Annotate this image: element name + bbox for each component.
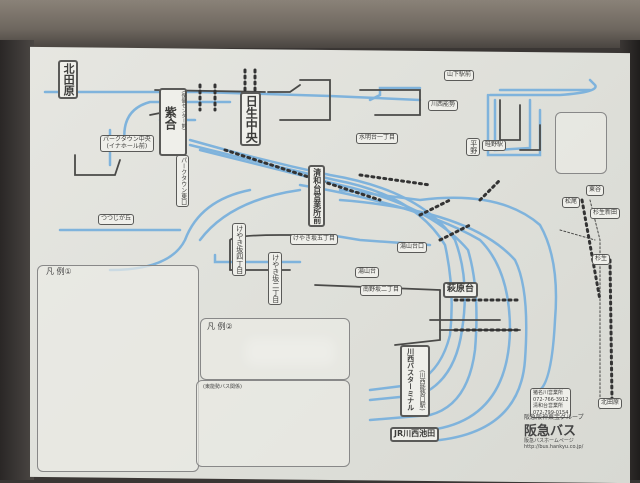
legend-1-title: 凡 例① (46, 267, 72, 276)
group-name: 阪急阪神東宝グループ (524, 414, 584, 421)
station-shiori: 紫合 (保健センター前) (159, 88, 187, 156)
station-kitadahara: 北田原 (58, 60, 79, 99)
station-sugio-shinden: 杉生新田 (590, 208, 621, 219)
legend-1: 凡 例① (37, 265, 199, 472)
homepage-label: 阪急バスホームページ (524, 438, 574, 444)
office1-tel: 072-766-3912 (533, 396, 569, 403)
station-minaminosaka-2: 南野坂二丁目 (360, 285, 403, 296)
station-higashitani: 東谷 (586, 185, 605, 196)
station-kawanishi-bus-terminal: 川西バスターミナル (川西能勢口駅) (400, 345, 430, 417)
station-tsutsujigaoka: つつじが丘 (98, 214, 135, 225)
office1-name: 猪名川営業所 (533, 390, 564, 396)
station-nissei-chuo: 日生中央 (240, 92, 262, 146)
station-parktown-chuo-name: パークタウン中央 (103, 136, 151, 143)
office2-tel: 072-799-0154 (533, 409, 569, 416)
station-parktown-chuo: パークタウン中央 (イナホール前) (100, 135, 154, 153)
legend-3: (東能勢バス関係) (196, 380, 350, 467)
station-parktown-chuo-sub: (イナホール前) (106, 142, 148, 150)
station-yamashita: 山下駅前 (444, 70, 475, 81)
station-hagiharadai: 萩原台 (443, 282, 479, 298)
station-shiori-sub: (保健センター前) (180, 91, 187, 130)
station-hirano: 平野 (466, 138, 480, 156)
homepage-url[interactable]: http://bus.hankyu.co.jp/ (524, 444, 584, 450)
station-jr-kawanishi-ikeda: JR川西池田 (390, 427, 440, 442)
station-kawanishi-bt-name: 川西バスターミナル (406, 348, 415, 411)
station-seiwadai-eigyosho: 清和台営業所前 (308, 165, 325, 227)
station-unebeno: 畦野駅 (482, 140, 507, 151)
station-kawanishi-bt-sub: (川西能勢口駅) (418, 370, 426, 411)
station-keyakizaka-4: けやき坂四丁目 (232, 223, 246, 276)
office-info: 猪名川営業所 072-766-3912 清和台営業所 072-799-0154 (530, 388, 572, 418)
legend-top-right (555, 112, 607, 174)
station-shiori-name: 紫合 (163, 105, 178, 130)
legend-3-title: (東能勢バス関係) (203, 384, 242, 390)
station-parktown-higashi: パークタウン東口 (176, 155, 189, 207)
station-matsuo: 松尾 (562, 197, 581, 208)
station-kitadahara-east: 北田原 (598, 398, 623, 409)
station-kawanishi-nose: 川西能勢 (428, 100, 459, 111)
display-case-side (0, 40, 34, 480)
station-yuyamadai: 湯山台 (355, 267, 380, 278)
legend-2-title: 凡 例② (207, 322, 233, 331)
stop-markers (198, 68, 614, 402)
station-suimeidai-1: 水明台一丁目 (356, 133, 399, 144)
office2-name: 清和台営業所 (533, 403, 564, 409)
station-keyakizaka-2: けやき坂二丁目 (268, 252, 282, 305)
right-column-route (559, 199, 601, 411)
legend-2: 凡 例② (200, 318, 350, 380)
station-yuyamadai-guchi: 湯山台口 (397, 242, 428, 253)
station-keyakizaka-5: けやき坂五丁目 (290, 234, 339, 245)
display-case-frame (0, 0, 640, 48)
brand-logo: 阪急バス (524, 424, 577, 439)
station-sugio: 杉生 (592, 254, 611, 265)
